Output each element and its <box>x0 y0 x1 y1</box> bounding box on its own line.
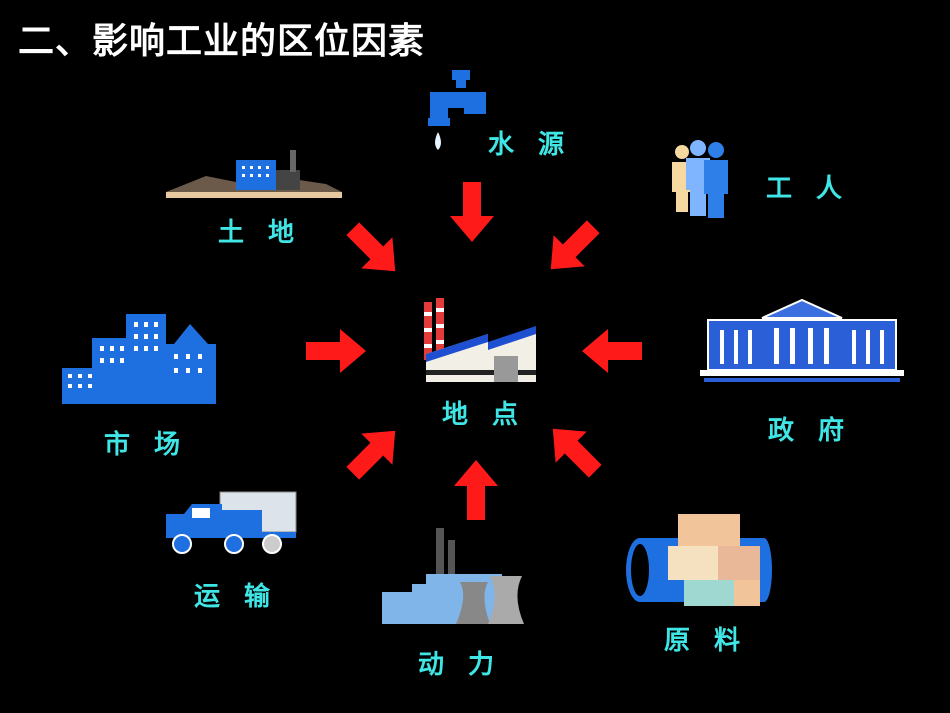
transport-label: 运输 <box>194 582 295 612</box>
water-label: 水源 <box>488 130 589 160</box>
faucet-icon <box>428 70 486 150</box>
power-plant-icon <box>382 528 524 624</box>
government-label: 政府 <box>768 416 869 446</box>
power-label: 动力 <box>418 650 519 680</box>
arrow-from-materials <box>537 413 611 487</box>
raw-materials-icon <box>626 514 772 606</box>
land-icon <box>166 150 342 198</box>
arrow-from-government <box>582 329 642 373</box>
materials-label: 原料 <box>664 626 765 656</box>
truck-icon <box>166 491 297 554</box>
arrow-from-market <box>306 329 366 373</box>
center-label: 地点 <box>442 400 543 430</box>
arrow-from-transport <box>337 415 411 489</box>
arrow-from-power <box>454 460 498 520</box>
arrow-from-workers <box>535 211 609 285</box>
market-label: 市场 <box>104 430 205 460</box>
government-building-icon <box>700 298 904 382</box>
land-label: 土地 <box>218 218 319 248</box>
factory-icon <box>424 298 536 382</box>
arrow-from-land <box>337 213 411 287</box>
arrow-from-water <box>450 182 494 242</box>
people-icon <box>672 140 728 218</box>
city-icon <box>62 314 216 404</box>
workers-label: 工人 <box>766 174 867 204</box>
page-title: 二、影响工业的区位因素 <box>18 21 426 62</box>
